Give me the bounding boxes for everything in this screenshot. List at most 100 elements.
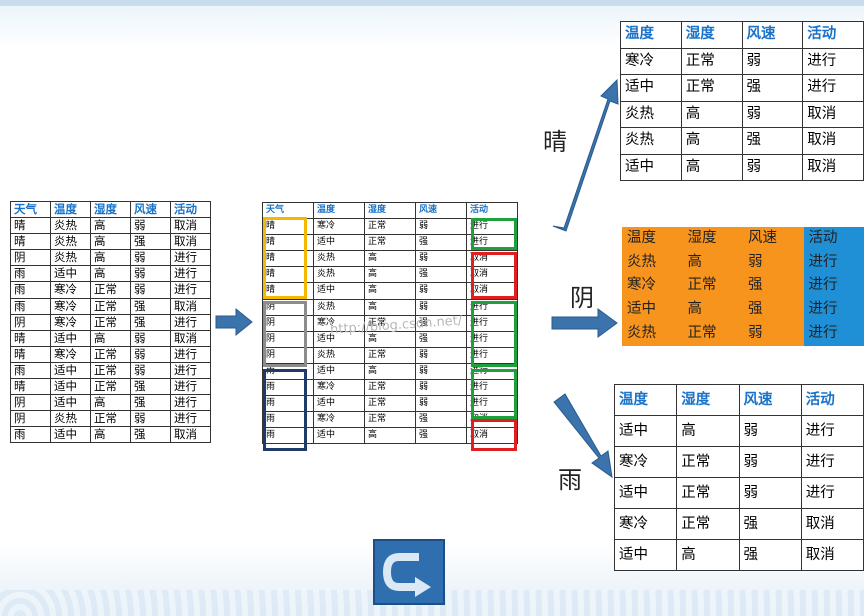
rain-row: 适中高强取消 [613, 539, 864, 571]
sunny-cell: 寒冷 [620, 47, 682, 75]
sorted-cell: 适中 [313, 427, 365, 445]
main-cell: 进行 [170, 313, 211, 331]
rain-group-box [263, 369, 307, 451]
sorted-row: 阴炎热正常弱进行 [262, 346, 518, 364]
main-cell: 适中 [50, 426, 91, 444]
main-cell: 进行 [170, 378, 211, 396]
main-cell: 取消 [170, 297, 211, 315]
sunny-row: 适中正常强进行 [620, 74, 864, 102]
overcast-cell: 强 [743, 274, 804, 299]
overcast-header-cell: 活动 [803, 227, 864, 251]
main-cell: 进行 [170, 394, 211, 412]
overcast-group-box [263, 301, 307, 367]
sunny-cell: 进行 [802, 47, 864, 75]
rain-cell: 弱 [738, 477, 802, 509]
main-row: 阴炎热正常弱进行 [10, 410, 211, 428]
overcast-label: 阴 [570, 284, 594, 312]
sunny-group-box [263, 217, 307, 299]
arrow-right-icon [215, 307, 253, 337]
main-cell: 正常 [90, 378, 131, 396]
main-cell: 进行 [170, 265, 211, 283]
overcast-cell: 进行 [803, 274, 864, 299]
overcast-cell: 弱 [743, 250, 804, 275]
sunny-cell: 取消 [802, 127, 864, 155]
sunny-table: 温度湿度风速活动寒冷正常弱进行适中正常强进行炎热高弱取消炎热高强取消适中高弱取消 [620, 21, 864, 181]
overcast-cell: 弱 [743, 321, 804, 346]
main-header-cell: 温度 [50, 200, 91, 219]
rain-cell: 进行 [800, 446, 864, 478]
main-cell: 适中 [50, 361, 91, 380]
sunny-cell: 高 [680, 127, 743, 155]
sunny-header-row: 温度湿度风速活动 [620, 21, 864, 49]
sunny-cell: 正常 [680, 47, 743, 75]
sunny-cell: 高 [680, 100, 743, 128]
main-cell: 寒冷 [50, 313, 91, 331]
main-cell: 进行 [170, 361, 211, 380]
overcast-cell: 强 [743, 298, 804, 322]
overcast-table: 温度湿度风速活动炎热高弱进行寒冷正常强进行适中高强进行炎热正常弱进行 [622, 227, 864, 346]
overcast-cell: 适中 [622, 298, 683, 322]
sorted-row: 雨适中高强取消 [262, 427, 518, 445]
overcast-cell: 高 [682, 298, 743, 322]
main-cell: 适中 [50, 394, 91, 412]
main-row: 雨适中高弱进行 [10, 265, 211, 283]
main-row: 阴炎热高弱进行 [10, 249, 211, 267]
rain-row: 适中正常弱进行 [613, 477, 864, 509]
overcast-cell: 进行 [803, 250, 864, 275]
top-bar [0, 0, 864, 6]
rain-cell: 取消 [800, 539, 864, 571]
sunny-cell: 适中 [620, 153, 682, 181]
sunny-cell: 弱 [741, 153, 804, 181]
overcast-cell: 进行 [803, 321, 864, 346]
main-header-cell: 活动 [170, 200, 211, 219]
back-button[interactable] [373, 539, 445, 605]
overcast-header-cell: 风速 [743, 227, 804, 251]
rain-row: 寒冷正常弱进行 [613, 446, 864, 478]
overcast-cell: 炎热 [622, 250, 683, 275]
u-turn-arrow-icon [382, 553, 431, 597]
main-cell: 取消 [170, 329, 211, 347]
main-cell: 进行 [170, 410, 211, 428]
main-cell: 高 [90, 426, 131, 444]
sunny-cell: 弱 [741, 100, 804, 128]
rain-cell: 适中 [613, 477, 678, 509]
main-row: 阴寒冷正常强进行 [10, 313, 211, 331]
main-cell: 正常 [90, 313, 131, 331]
rain-label: 雨 [558, 466, 582, 494]
main-cell: 正常 [90, 297, 131, 315]
sunny-cell: 强 [741, 127, 804, 155]
overcast-cell: 正常 [682, 321, 743, 346]
result-box-cancel-1 [471, 252, 517, 299]
rain-cell: 强 [738, 539, 802, 571]
sunny-row: 适中高弱取消 [620, 153, 864, 181]
overcast-row: 炎热正常弱进行 [622, 321, 864, 346]
overcast-header-cell: 湿度 [682, 227, 743, 251]
rain-header-cell: 湿度 [676, 384, 740, 416]
sunny-cell: 强 [741, 74, 804, 102]
main-row: 晴寒冷正常弱进行 [10, 345, 211, 363]
main-cell: 取消 [170, 426, 211, 444]
overcast-cell: 正常 [682, 274, 743, 299]
rain-cell: 进行 [800, 415, 864, 447]
main-cell: 适中 [50, 265, 91, 283]
overcast-row: 炎热高弱进行 [622, 250, 864, 275]
overcast-header-cell: 温度 [622, 227, 683, 251]
sunny-row: 炎热高强取消 [620, 127, 864, 155]
main-cell: 进行 [170, 345, 211, 363]
main-row: 雨寒冷正常强取消 [10, 297, 211, 315]
main-cell: 取消 [170, 217, 211, 235]
main-cell: 正常 [90, 410, 131, 428]
sunny-cell: 取消 [802, 100, 864, 128]
overcast-row: 寒冷正常强进行 [622, 274, 864, 299]
result-box-go-1 [471, 218, 517, 250]
main-cell: 炎热 [50, 233, 91, 251]
main-cell: 寒冷 [50, 345, 91, 363]
rain-table: 温度湿度风速活动适中高弱进行寒冷正常弱进行适中正常弱进行寒冷正常强取消适中高强取… [613, 384, 864, 571]
overcast-cell: 炎热 [622, 321, 683, 346]
main-header-row: 天气温度湿度风速活动 [10, 200, 211, 219]
overcast-cell: 高 [682, 250, 743, 275]
sunny-cell: 取消 [802, 153, 864, 181]
main-cell: 正常 [90, 281, 131, 299]
sorted-header-row: 天气温度湿度风速活动 [262, 201, 518, 220]
rain-cell: 进行 [800, 477, 864, 509]
